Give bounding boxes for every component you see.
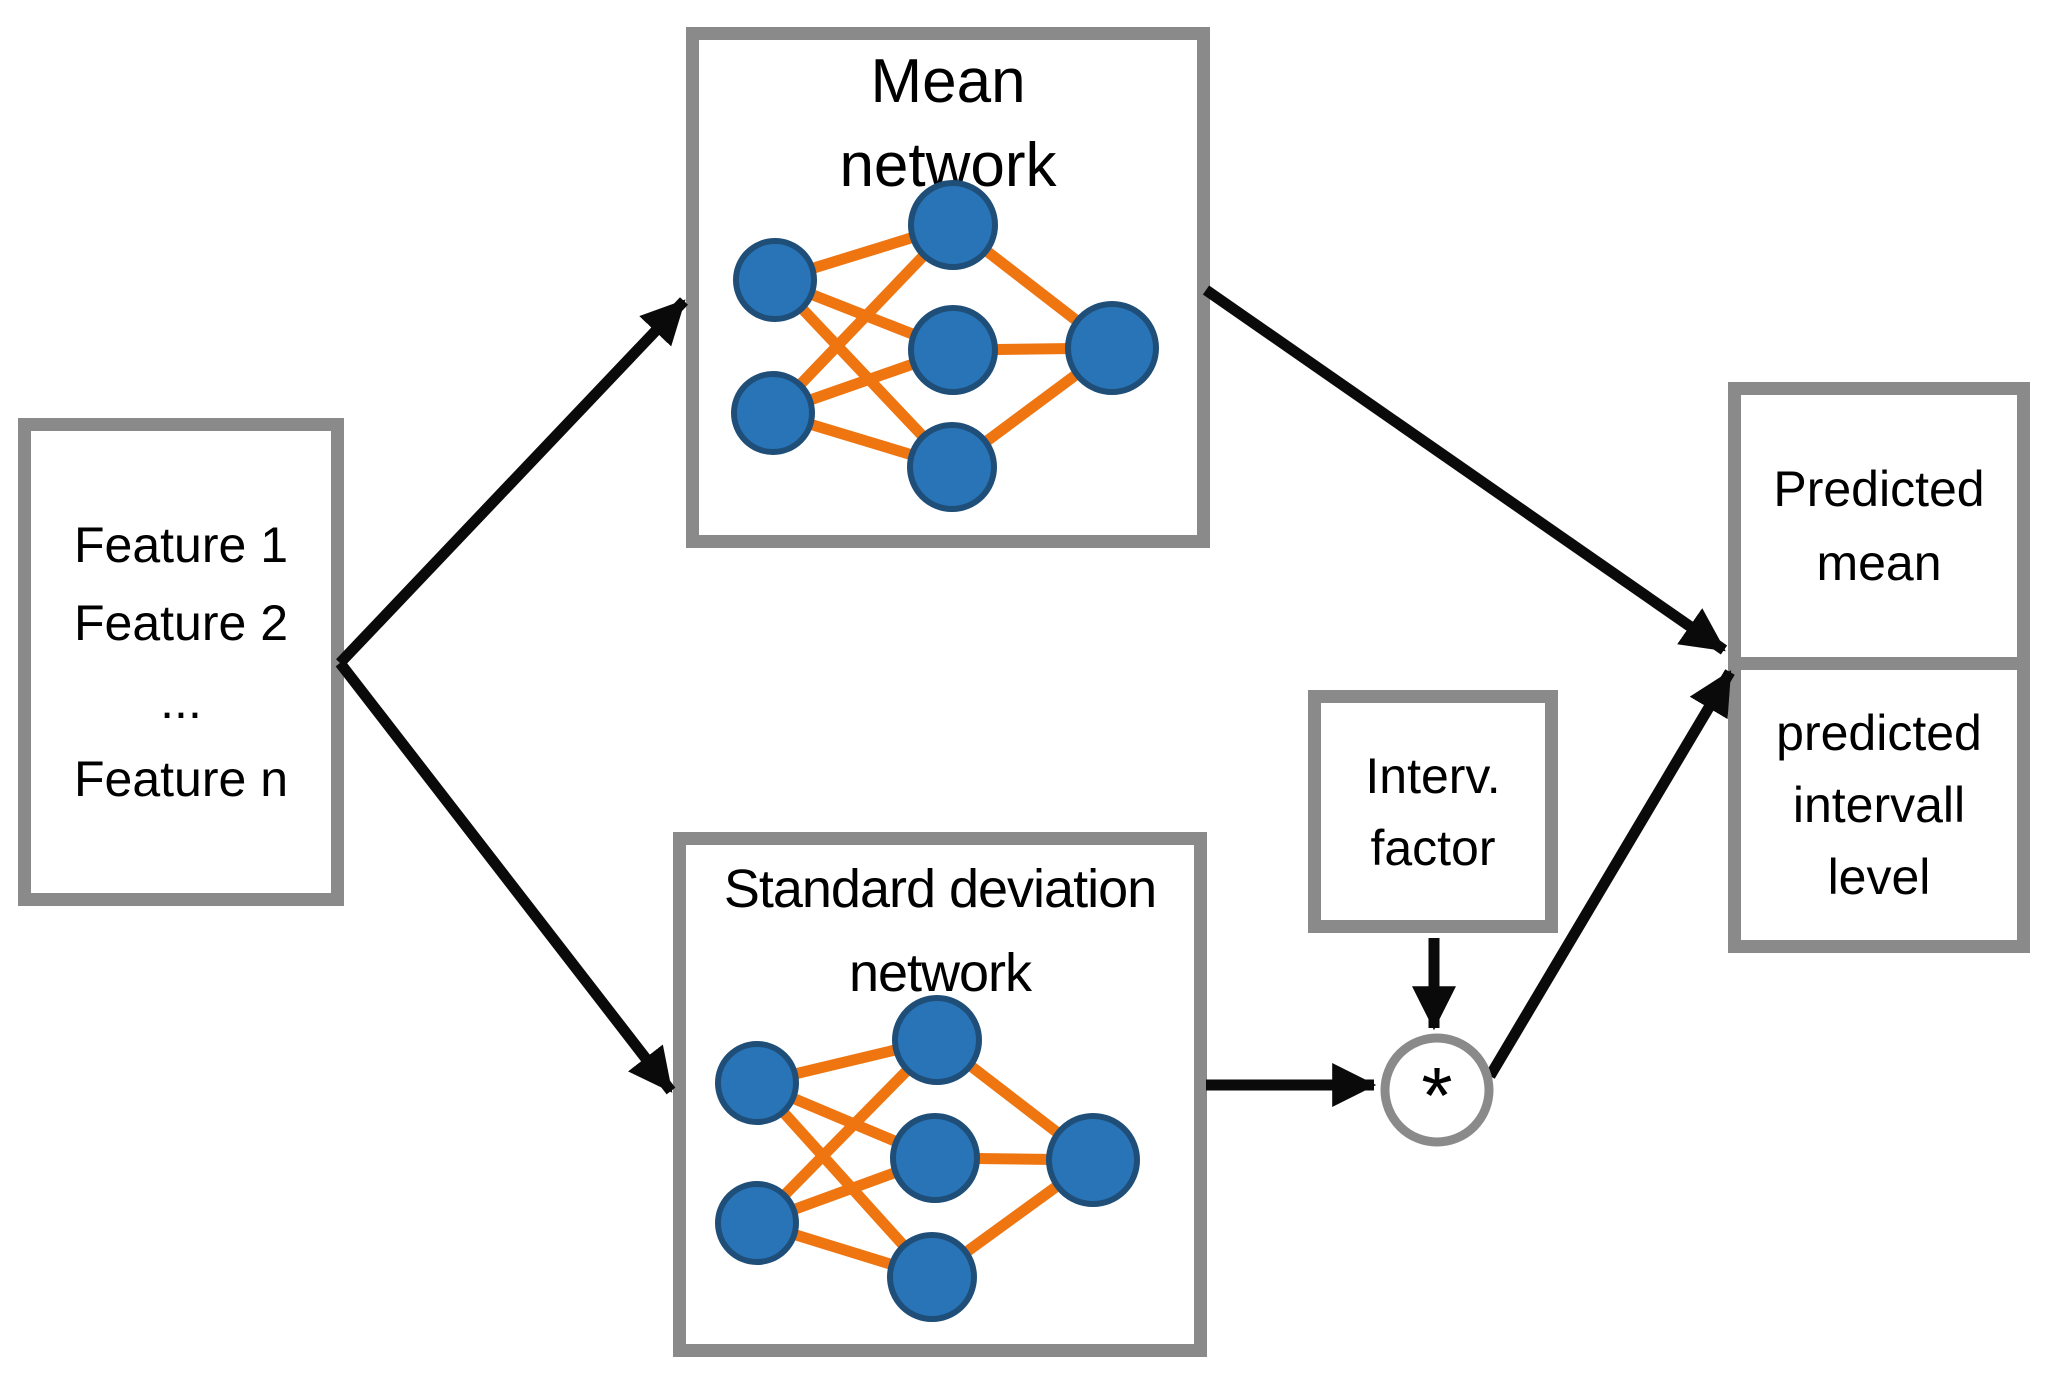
predicted-interval-line-1: predicted bbox=[1776, 705, 1982, 761]
feature-line-ellipsis: ... bbox=[160, 673, 202, 729]
mean-network-title: Mean network bbox=[699, 40, 1197, 208]
mean-network-box: Mean network bbox=[686, 27, 1210, 548]
multiply-symbol: * bbox=[1421, 1051, 1452, 1140]
std-network-title-line-1: Standard deviation bbox=[723, 859, 1157, 919]
mean-network-title-line-1: Mean bbox=[870, 47, 1026, 116]
prediction-output-box: Predicted mean predicted intervall level bbox=[1728, 382, 2030, 953]
arrow-mean-network-to-output bbox=[1202, 285, 1728, 655]
interval-factor-box: Interv. factor bbox=[1308, 690, 1558, 933]
predicted-interval-line-3: level bbox=[1827, 849, 1931, 905]
multiply-circle bbox=[1380, 1033, 1494, 1147]
interval-factor-line-1: Interv. bbox=[1365, 747, 1501, 804]
std-deviation-network-title: Standard deviation network bbox=[686, 845, 1194, 1015]
feature-line-1: Feature 1 bbox=[73, 517, 288, 573]
arrow-features-to-mean-network bbox=[336, 297, 688, 667]
std-deviation-network-box: Standard deviation network bbox=[673, 832, 1207, 1357]
arrow-features-to-std-network bbox=[335, 659, 676, 1095]
predicted-mean-cell: Predicted mean bbox=[1741, 395, 2017, 657]
mean-network-title-line-2: network bbox=[839, 131, 1057, 200]
predicted-mean-line-1: Predicted bbox=[1773, 461, 1985, 517]
feature-line-2: Feature 2 bbox=[73, 595, 288, 651]
std-network-title-line-2: network bbox=[848, 943, 1032, 1003]
feature-line-n: Feature n bbox=[73, 751, 288, 807]
multiply-node: * bbox=[1380, 1033, 1494, 1147]
predicted-interval-line-2: intervall bbox=[1792, 777, 1966, 833]
predicted-interval-cell: predicted intervall level bbox=[1741, 657, 2017, 940]
feature-input-box: Feature 1 Feature 2 ... Feature n bbox=[18, 418, 344, 906]
predicted-mean-line-2: mean bbox=[1816, 535, 1942, 591]
interval-factor-line-2: factor bbox=[1370, 819, 1496, 876]
